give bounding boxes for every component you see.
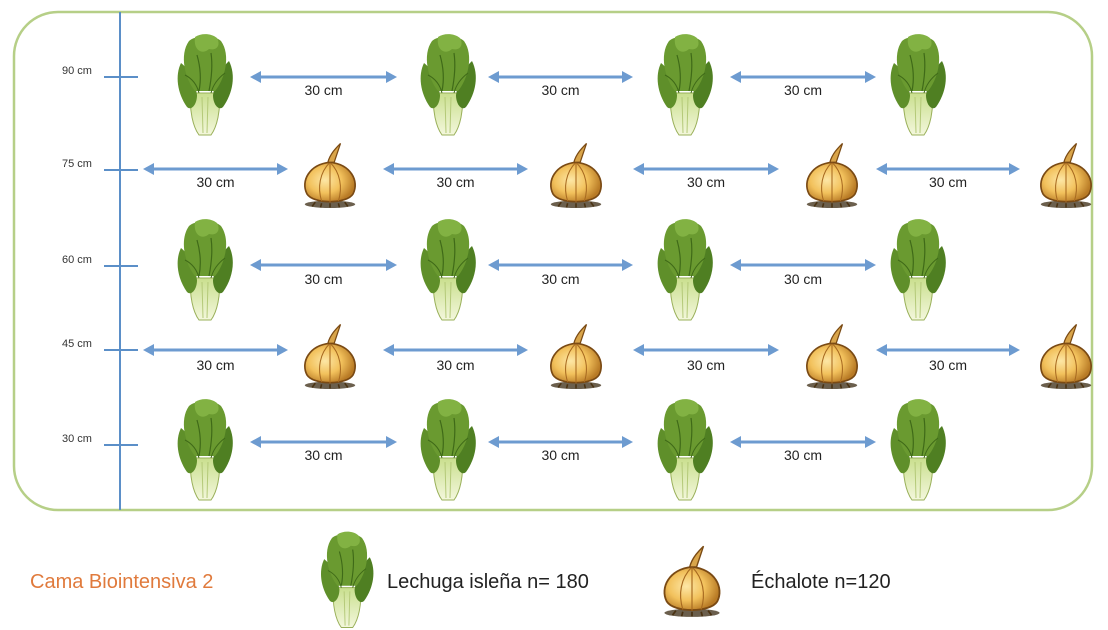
spacing-arrows-layer: 30 cm 30 cm 30 cm 30 cm 30 cm 30 cm 30 cm 30 cm… bbox=[143, 71, 1020, 463]
spacing-label: 30 cm bbox=[304, 82, 342, 98]
spacing-arrow bbox=[633, 344, 779, 356]
spacing-label: 30 cm bbox=[541, 271, 579, 287]
lettuce-icon bbox=[421, 399, 476, 500]
spacing-label: 30 cm bbox=[436, 174, 474, 190]
lettuce-icon bbox=[178, 219, 233, 320]
spacing-label: 30 cm bbox=[784, 82, 822, 98]
spacing-arrow bbox=[143, 344, 288, 356]
y-axis-ticks: 90 cm 75 cm 60 cm 45 cm 30 cm bbox=[62, 65, 138, 445]
y-axis-label: 45 cm bbox=[62, 338, 92, 350]
lettuce-icon bbox=[658, 219, 713, 320]
spacing-label: 30 cm bbox=[541, 447, 579, 463]
legend-title: Cama Biointensiva 2 bbox=[30, 571, 213, 594]
shallot-icon bbox=[1041, 143, 1091, 208]
shallot-icon bbox=[551, 143, 601, 208]
spacing-label: 30 cm bbox=[687, 174, 725, 190]
shallot-icon bbox=[305, 324, 355, 389]
legend-lettuce-icon bbox=[321, 532, 373, 628]
lettuce-icon bbox=[658, 399, 713, 500]
spacing-arrow bbox=[876, 344, 1020, 356]
spacing-label: 30 cm bbox=[436, 357, 474, 373]
shallot-icon bbox=[551, 324, 601, 389]
legend-shallot-label: Échalote n=120 bbox=[751, 571, 891, 594]
lettuce-icon bbox=[891, 34, 946, 135]
lettuce-icon bbox=[891, 219, 946, 320]
lettuce-icon bbox=[421, 219, 476, 320]
spacing-arrow bbox=[488, 259, 633, 271]
spacing-label: 30 cm bbox=[304, 447, 342, 463]
spacing-label: 30 cm bbox=[784, 447, 822, 463]
spacing-label: 30 cm bbox=[687, 357, 725, 373]
lettuce-icon bbox=[421, 34, 476, 135]
y-axis-label: 75 cm bbox=[62, 158, 92, 170]
lettuce-icon bbox=[178, 34, 233, 135]
spacing-label: 30 cm bbox=[304, 271, 342, 287]
y-axis-label: 30 cm bbox=[62, 433, 92, 445]
plants-layer bbox=[178, 34, 1092, 500]
legend-shallot-icon bbox=[664, 546, 719, 617]
spacing-label: 30 cm bbox=[541, 82, 579, 98]
spacing-label: 30 cm bbox=[929, 357, 967, 373]
lettuce-icon bbox=[891, 399, 946, 500]
spacing-arrow bbox=[250, 259, 397, 271]
shallot-icon bbox=[1041, 324, 1091, 389]
spacing-label: 30 cm bbox=[784, 271, 822, 287]
legend-lettuce-label: Lechuga isleña n= 180 bbox=[387, 571, 589, 594]
y-axis-label: 60 cm bbox=[62, 254, 92, 266]
spacing-label: 30 cm bbox=[929, 174, 967, 190]
shallot-icon bbox=[807, 324, 857, 389]
spacing-arrow bbox=[730, 259, 876, 271]
spacing-arrow bbox=[383, 344, 528, 356]
spacing-label: 30 cm bbox=[196, 357, 234, 373]
y-axis-label: 90 cm bbox=[62, 65, 92, 77]
lettuce-icon bbox=[178, 399, 233, 500]
shallot-icon bbox=[305, 143, 355, 208]
lettuce-icon bbox=[658, 34, 713, 135]
shallot-icon bbox=[807, 143, 857, 208]
spacing-label: 30 cm bbox=[196, 174, 234, 190]
